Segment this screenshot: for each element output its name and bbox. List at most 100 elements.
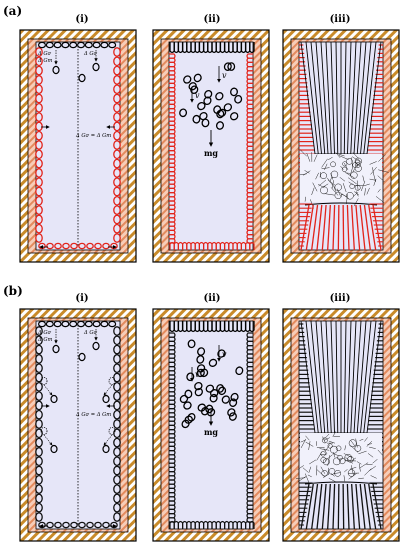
wall-crystal [35, 428, 43, 439]
equiaxed-crystal [196, 368, 205, 378]
wall-crystal [35, 381, 43, 392]
grain-boundary [336, 153, 345, 157]
equiaxed-grain [321, 470, 328, 477]
wall-crystal [113, 158, 121, 169]
velocity-label: v [222, 350, 227, 359]
grain-boundary [372, 167, 374, 174]
grain-boundary [344, 445, 346, 451]
grain-boundary [327, 455, 330, 466]
bottom-columnar-grain [368, 204, 377, 251]
top-crystal [53, 41, 62, 49]
grain-boundary [327, 177, 334, 186]
grain-boundary [367, 443, 373, 445]
panel-numeral-b-iii: (iii) [330, 293, 351, 304]
top-crystal [37, 41, 46, 49]
equiaxed-crystal [183, 75, 192, 84]
bottom-crystal [46, 521, 54, 529]
wall-crystal [35, 512, 43, 522]
grain-boundary [315, 172, 319, 180]
grain-boundary [359, 438, 364, 441]
grain-boundary [336, 188, 341, 197]
wall-crystal [35, 409, 43, 420]
bottom-columnar-grain [351, 483, 355, 530]
equiaxed-grain [320, 172, 327, 180]
equiaxed-crystal [192, 114, 201, 124]
annotation-dg-m: Δ Gm [37, 337, 53, 343]
wall-crystal [35, 214, 43, 225]
panel-numeral-b-ii: (ii) [203, 293, 220, 304]
top-crystal [69, 41, 78, 49]
bottom-columnar-grain [363, 483, 371, 530]
wall-crystal [113, 93, 121, 104]
bottom-columnar-grain [327, 483, 331, 530]
grain-boundary [320, 466, 326, 474]
grain-boundary [299, 149, 307, 157]
equiaxed-crystal [216, 384, 225, 393]
grain-boundary [316, 451, 323, 461]
wall-crystal [113, 502, 121, 513]
grain-boundary [345, 457, 354, 464]
equiaxed-grain [335, 445, 342, 452]
grain-boundary [344, 172, 350, 174]
wall-crystal [35, 75, 43, 85]
grain-boundary [335, 152, 341, 158]
annotation-equilibrium: Δ Gσ = Δ Gm [75, 412, 111, 418]
equiaxed-crystal [228, 412, 237, 421]
grain-boundary [308, 466, 312, 473]
grain-boundary [373, 178, 377, 186]
equiaxed-crystal [199, 111, 208, 121]
equiaxed-crystal [235, 366, 244, 376]
equiaxed-crystal [206, 408, 216, 417]
equiaxed-grain [346, 158, 353, 165]
equiaxed-grain [350, 171, 358, 179]
grain-boundary [331, 180, 335, 189]
equiaxed-crystal [181, 419, 190, 429]
top-crystal [61, 320, 70, 328]
top-columnar-grain [363, 320, 377, 434]
grain-boundary [297, 476, 307, 483]
grain-boundary [349, 466, 357, 470]
grain-boundary [366, 187, 370, 195]
wall-crystal [113, 177, 121, 188]
equiaxed-grain [354, 164, 362, 172]
top-columnar-grain [305, 41, 319, 155]
wall-crystal [113, 447, 121, 457]
top-columnar-grain [343, 320, 347, 434]
top-columnar-grain [335, 41, 339, 155]
bottom-columnar-grain [311, 483, 319, 530]
grain-boundary [349, 166, 354, 176]
grain-boundary [351, 156, 361, 163]
grain-boundary [304, 170, 310, 174]
grain-boundary [295, 477, 306, 479]
top-columnar-tip [249, 321, 255, 333]
wall-crystal [35, 130, 43, 141]
bottom-columnar-grain [316, 483, 323, 530]
grain-boundary [312, 182, 318, 192]
panel-a-i: Δ GσΔ GmΔ GσΔ Gσ = Δ Gm [19, 29, 137, 263]
equiaxed-grain [328, 468, 336, 475]
grain-boundary [369, 161, 377, 165]
grain-boundary [377, 175, 385, 183]
wall-crystal [35, 168, 43, 178]
top-columnar-grain [305, 320, 319, 434]
grain-boundary [305, 473, 310, 483]
equiaxed-zone [300, 433, 382, 481]
top-columnar-grain [356, 320, 367, 434]
grain-boundary [313, 154, 318, 162]
detaching-crystal [40, 376, 48, 385]
grain-boundary [355, 191, 359, 197]
wall-crystal [35, 354, 43, 364]
equiaxed-grain [347, 469, 356, 477]
grain-boundary [348, 177, 357, 185]
top-columnar-grain [353, 320, 362, 434]
equiaxed-crystal [229, 112, 239, 121]
bottom-columnar-tip [249, 241, 255, 250]
wall-crystal [113, 112, 121, 122]
wall-crystal [113, 409, 121, 420]
bottom-columnar-grain [316, 204, 323, 251]
free-crystal [102, 394, 110, 404]
grain-boundary [311, 187, 315, 196]
grain-boundary [299, 173, 307, 176]
